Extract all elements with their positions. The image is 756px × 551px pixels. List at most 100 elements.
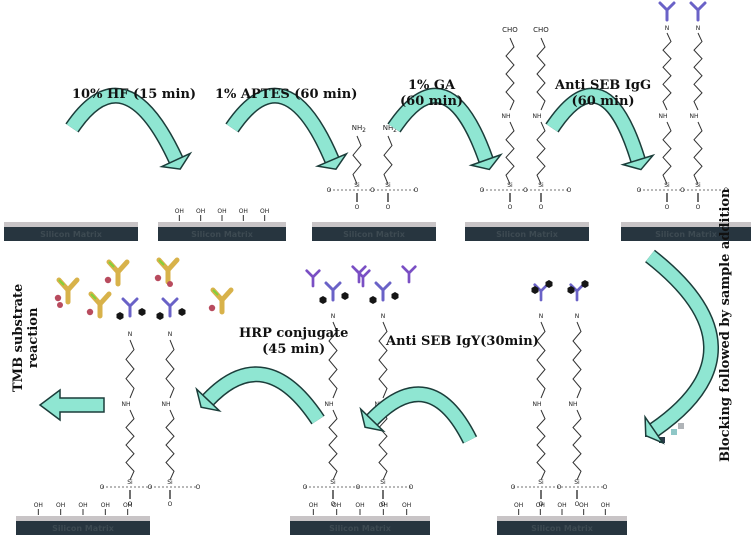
antibody-arms — [658, 1, 676, 22]
oxygen-atom: O — [724, 187, 729, 194]
blocking-molecule — [341, 292, 349, 300]
substrate-surface — [16, 516, 150, 521]
silicon-atom: Si — [664, 182, 670, 189]
hydroxyl-group: OH — [579, 502, 588, 509]
antibody-arms — [121, 297, 139, 318]
antibody-arms — [161, 297, 179, 318]
oxygen-atom: O — [680, 187, 685, 194]
hydroxyl-group: OH — [332, 502, 341, 509]
arrow-body — [38, 388, 105, 422]
silicon-substrate: Silicon Matrix — [465, 222, 589, 241]
oxygen-atom: O — [370, 187, 375, 194]
oxygen-atom: O — [355, 204, 360, 211]
aldehyde-group: CHO — [533, 26, 549, 34]
hrp-enzyme — [208, 304, 216, 312]
hrp-enzyme — [154, 274, 162, 282]
anti-seb-igg — [161, 297, 179, 318]
alkyl-chain — [693, 32, 703, 111]
silicon-substrate: Silicon Matrix — [312, 222, 436, 241]
silicon-atom: Si — [538, 479, 544, 486]
alkyl-chain — [125, 409, 135, 481]
substrate-body — [497, 521, 627, 535]
alkyl-chain — [383, 135, 393, 185]
blocking-molecule — [369, 296, 377, 304]
substrate-label: Silicon Matrix — [52, 524, 115, 533]
antibody-arms — [305, 269, 321, 288]
nitrogen-atom: N — [381, 313, 386, 320]
blocking-molecule — [319, 296, 327, 304]
hrp-conjugate — [54, 277, 80, 305]
hrp-label — [212, 289, 219, 296]
hydroxyl-group: OH — [101, 502, 110, 509]
arrow-head — [468, 153, 503, 171]
oxygen-atom: O — [567, 187, 572, 194]
alkyl-chain — [378, 409, 388, 481]
step-hrp-line2: (45 min) — [262, 342, 326, 357]
substrate-body — [465, 227, 589, 241]
amine-link: NH — [325, 401, 334, 408]
hydroxyl-group: OH — [175, 208, 184, 215]
substrate-label: Silicon Matrix — [655, 230, 718, 239]
arrow-head — [314, 152, 349, 171]
amine-link: NH — [659, 113, 668, 120]
substrate-label: Silicon Matrix — [496, 230, 559, 239]
nitrogen-atom: N — [539, 313, 544, 320]
arrow-body — [546, 89, 645, 162]
silicon-atom: Si — [380, 479, 386, 486]
hydroxyl-group: OH — [557, 502, 566, 509]
step-igg-label: Anti SEB IgG (60 min) — [555, 78, 651, 110]
oxygen-atom: O — [386, 204, 391, 211]
hrp-label — [108, 261, 115, 268]
hrp-enzyme — [167, 281, 173, 287]
nitrogen-atom: N — [696, 25, 701, 32]
hydroxyl-group: OH — [217, 208, 226, 215]
hrp-conjugate — [86, 291, 112, 319]
blocking-molecule — [178, 308, 186, 316]
hydroxyl-group: OH — [260, 208, 269, 215]
silicon-atom: Si — [354, 182, 360, 189]
anti-seb-igy — [401, 265, 417, 284]
step-ga-label: 1% GA (60 min) — [400, 78, 463, 110]
oxygen-atom: O — [327, 187, 332, 194]
alkyl-chain — [536, 321, 546, 399]
step-hrp-label: HRP conjugate (45 min) — [239, 326, 348, 358]
arrow-body — [66, 89, 182, 163]
amine-link: NH — [690, 113, 699, 120]
alkyl-chain — [165, 339, 175, 399]
silicon-atom: Si — [127, 479, 133, 486]
substrate-body — [4, 227, 138, 241]
step-hf-etch-label: 10% HF (15 min) — [72, 87, 197, 102]
alkyl-chain — [572, 409, 582, 481]
antibody-arms — [689, 1, 707, 22]
hydroxyl-group: OH — [78, 502, 87, 509]
substrate-body — [158, 227, 286, 241]
amine-group: NH — [383, 124, 394, 132]
aldehyde-group: CHO — [502, 26, 518, 34]
alkyl-chain — [505, 37, 515, 111]
silicon-atom: Si — [574, 479, 580, 486]
substrate-label: Silicon Matrix — [329, 524, 392, 533]
oxygen-atom: O — [603, 484, 608, 491]
oxygen-atom: O — [575, 501, 580, 508]
amine-link: NH — [122, 401, 131, 408]
alkyl-chain — [328, 409, 338, 481]
substrate-label: Silicon Matrix — [191, 230, 254, 239]
substrate-surface — [158, 222, 286, 227]
hrp-enzyme — [86, 308, 94, 316]
alkyl-chain — [536, 121, 546, 185]
blocking-molecule — [156, 312, 164, 320]
oxygen-atom: O — [356, 484, 361, 491]
silicon-atom: Si — [385, 182, 391, 189]
arrow-hrp — [195, 366, 325, 425]
hrp-conjugate — [104, 259, 130, 287]
hydroxyl-group: OH — [355, 502, 364, 509]
silicon-atom: Si — [538, 182, 544, 189]
blocking-molecule — [567, 286, 575, 294]
blocking-molecule — [138, 308, 146, 316]
substrate-label: Silicon Matrix — [40, 230, 103, 239]
oxygen-atom: O — [539, 501, 544, 508]
antibody-arms — [355, 269, 371, 288]
